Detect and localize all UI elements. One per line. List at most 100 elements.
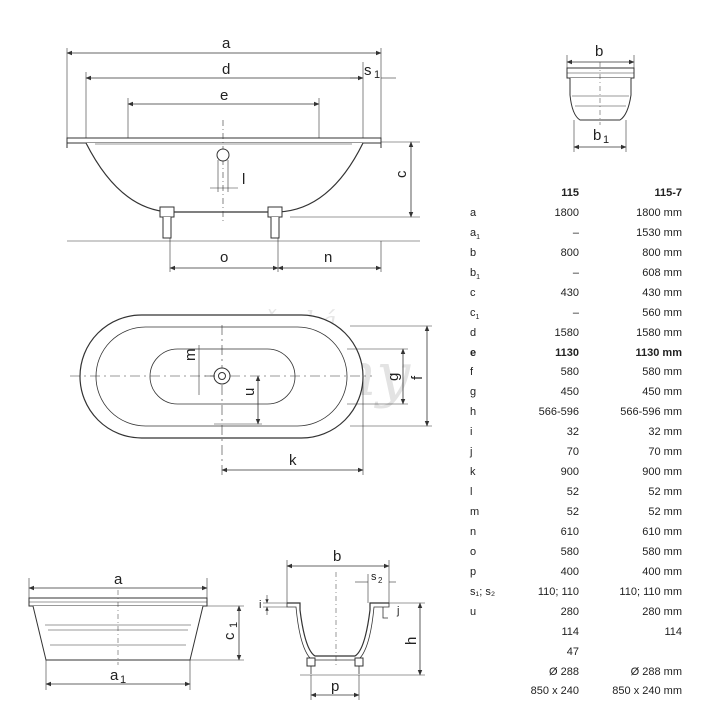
dim-label-f: f <box>409 375 426 380</box>
value-115-7: 280 mm <box>642 605 682 618</box>
table-row: 47 <box>462 643 698 663</box>
value-115: 47 <box>566 645 579 658</box>
dim-label-c1-sub: 1 <box>228 622 240 628</box>
dim-label-b-section: b <box>333 548 341 565</box>
dim-label-a-panel: a <box>114 571 123 588</box>
row-label-text: j <box>470 446 473 459</box>
row-label: j <box>470 443 472 463</box>
dim-label-b1-end: b <box>593 127 601 144</box>
row-label-subscript: 1 <box>476 273 481 281</box>
value-115-7: 1130 mm <box>635 346 682 359</box>
value-115: 70 <box>566 446 579 459</box>
table-row: Ø 288 Ø 288 mm <box>462 663 698 683</box>
value-115: 800 <box>560 246 579 259</box>
dim-label-o: o <box>220 249 228 266</box>
value-115: 850 x 240 <box>530 685 579 698</box>
row-label-text: f <box>470 366 474 379</box>
row-label-text: c <box>470 286 476 299</box>
table-row: b1–608 mm <box>462 264 698 284</box>
dim-label-s1-sub: 1 <box>374 69 380 81</box>
value-115-7: 900 mm <box>642 466 682 479</box>
value-115: Ø 288 <box>549 665 579 678</box>
value-115-7: Ø 288 mm <box>630 665 682 678</box>
value-115: 580 <box>560 366 579 379</box>
row-label: a1 <box>470 224 480 248</box>
header-model-115-7: 115-7 <box>654 187 682 199</box>
panel-elevation-view <box>28 578 244 690</box>
dim-label-s2: s <box>371 571 377 583</box>
row-label: i <box>470 423 472 443</box>
value-115-7: 70 mm <box>648 446 682 459</box>
row-label-text: c <box>470 306 476 319</box>
dim-label-b1-end-sub: 1 <box>603 134 609 146</box>
dim-label-j: j <box>396 605 399 617</box>
value-115: 110; 110 <box>537 585 579 598</box>
value-115: 32 <box>566 426 579 439</box>
value-115: 1800 <box>554 206 579 219</box>
value-115-7: 52 mm <box>648 486 682 499</box>
value-115: 52 <box>566 506 579 518</box>
value-115-7: 1800 mm <box>636 206 682 219</box>
value-115-7: 400 mm <box>642 565 682 578</box>
row-label-text: s₁; s₂ <box>470 585 496 598</box>
dim-label-k: k <box>289 452 297 469</box>
row-label-text: h <box>470 406 477 419</box>
dim-label-c: c <box>393 170 410 178</box>
dim-label-l: l <box>242 171 245 188</box>
row-label: u <box>470 603 476 623</box>
dim-label-p: p <box>331 678 339 695</box>
dim-label-e: e <box>220 87 228 104</box>
row-label: o <box>470 543 476 563</box>
value-115-7: 1580 mm <box>636 326 682 339</box>
dim-label-s2-sub: 2 <box>378 576 383 585</box>
row-label-text: g <box>470 386 477 399</box>
cross-section-view <box>263 560 425 700</box>
header-model-115: 115 <box>561 187 579 199</box>
row-label-subscript: 1 <box>475 313 480 321</box>
row-label-text: u <box>470 605 477 618</box>
value-115: 580 <box>560 545 579 558</box>
value-115: 430 <box>560 286 579 299</box>
value-115-7: 1530 mm <box>636 226 682 239</box>
value-115-7: 430 mm <box>642 286 682 299</box>
value-115: 400 <box>560 565 579 578</box>
value-115: 900 <box>560 466 579 479</box>
row-label: c1 <box>470 304 479 328</box>
row-label-text: d <box>470 326 477 339</box>
row-label-text: p <box>470 565 477 578</box>
value-115: 1130 <box>555 346 579 359</box>
dim-label-m: m <box>182 349 199 362</box>
row-label: s₁; s₂ <box>470 583 495 603</box>
value-115-7: 450 mm <box>642 386 682 399</box>
row-label: f <box>470 363 473 383</box>
row-label: g <box>470 383 476 403</box>
value-115-7: 800 mm <box>642 246 682 259</box>
row-label-text: b <box>470 266 477 279</box>
row-label-text: o <box>470 545 477 558</box>
dim-label-h: h <box>403 637 420 645</box>
value-115-7: 580 mm <box>642 545 682 558</box>
row-label: b1 <box>470 264 480 288</box>
row-label: e <box>470 344 476 364</box>
plan-view <box>70 314 432 475</box>
row-label: c <box>470 284 476 304</box>
value-115: – <box>572 266 579 279</box>
row-label: a <box>470 204 476 224</box>
dim-label-a1-sub: 1 <box>120 674 126 686</box>
value-115: – <box>572 306 579 319</box>
row-label: d <box>470 324 476 344</box>
dim-label-g: g <box>385 373 402 381</box>
row-label-text: a <box>470 226 477 239</box>
value-115-7: 566-596 mm <box>620 406 682 419</box>
table-row: a 1800 1800 mm <box>462 204 698 224</box>
